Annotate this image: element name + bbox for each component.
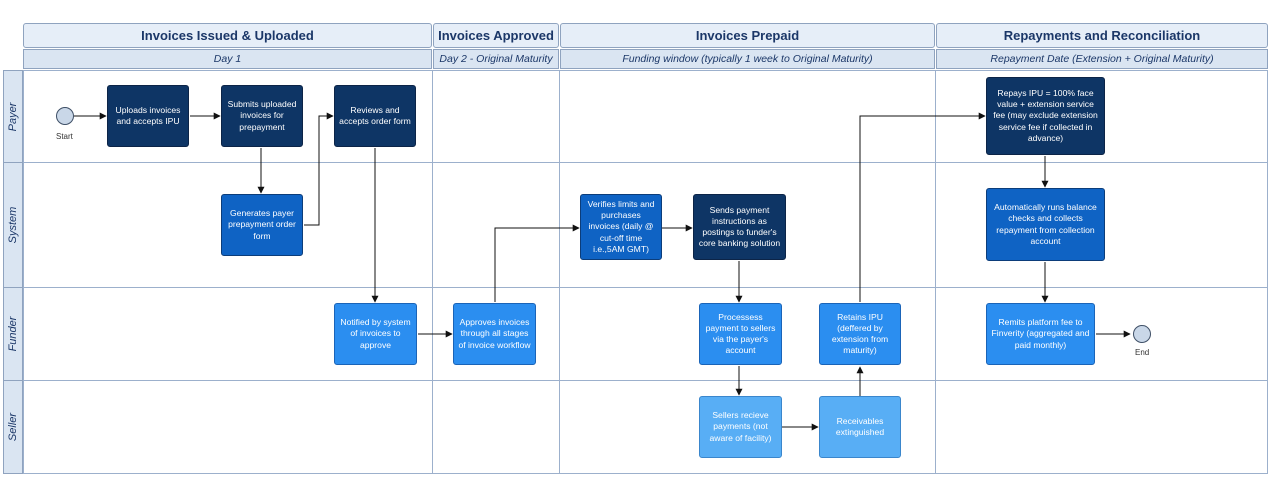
phase-header-issued: Invoices Issued & Uploaded	[23, 23, 432, 48]
node-notified-by-system: Notified by system of invoices to approv…	[334, 303, 417, 365]
node-reviews-order-form: Reviews and accepts order form	[334, 85, 416, 147]
node-retains-ipu: Retains IPU (deffered by extension from …	[819, 303, 901, 365]
phase-divider-1	[432, 70, 433, 474]
arrow-generates-reviews	[304, 112, 334, 226]
node-remits-platform-fee: Remits platform fee to Finverity (aggreg…	[986, 303, 1095, 365]
node-processes-payment: Processess payment to sellers via the pa…	[699, 303, 782, 365]
phase-sub-approved: Day 2 - Original Maturity	[433, 49, 559, 69]
node-sellers-receive-payments: Sellers recieve payments (not aware of f…	[699, 396, 782, 458]
phase-header-prepaid: Invoices Prepaid	[560, 23, 935, 48]
phase-divider-3	[935, 70, 936, 474]
arrow-retains-repays	[859, 112, 986, 302]
node-submits-invoices: Submits uploaded invoices for prepayment	[221, 85, 303, 147]
arrow-approves-verifies	[494, 224, 580, 302]
node-repays-ipu: Repays IPU = 100% face value + extension…	[986, 77, 1105, 155]
phase-header-repayments: Repayments and Reconciliation	[936, 23, 1268, 48]
node-verifies-limits: Verifies limits and purchases invoices (…	[580, 194, 662, 260]
lane-band-seller	[23, 380, 1268, 474]
end-label: End	[1135, 348, 1150, 357]
phase-sub-prepaid: Funding window (typically 1 week to Orig…	[560, 49, 935, 69]
phase-divider-2	[559, 70, 560, 474]
node-automatically-runs-checks: Automatically runs balance checks and co…	[986, 188, 1105, 261]
end-event	[1133, 325, 1151, 343]
phase-sub-repayments: Repayment Date (Extension + Original Mat…	[936, 49, 1268, 69]
node-sends-payment-instructions: Sends payment instructions as postings t…	[693, 194, 786, 260]
node-generates-order-form: Generates payer prepayment order form	[221, 194, 303, 256]
phase-header-approved: Invoices Approved	[433, 23, 559, 48]
node-uploads-invoices: Uploads invoices and accepts IPU	[107, 85, 189, 147]
node-receivables-extinguished: Receivables extinguished	[819, 396, 901, 458]
start-event	[56, 107, 74, 125]
node-approves-invoices: Approves invoices through all stages of …	[453, 303, 536, 365]
start-label: Start	[56, 132, 73, 141]
phase-sub-issued: Day 1	[23, 49, 432, 69]
lane-label-seller: Seller	[3, 380, 23, 474]
